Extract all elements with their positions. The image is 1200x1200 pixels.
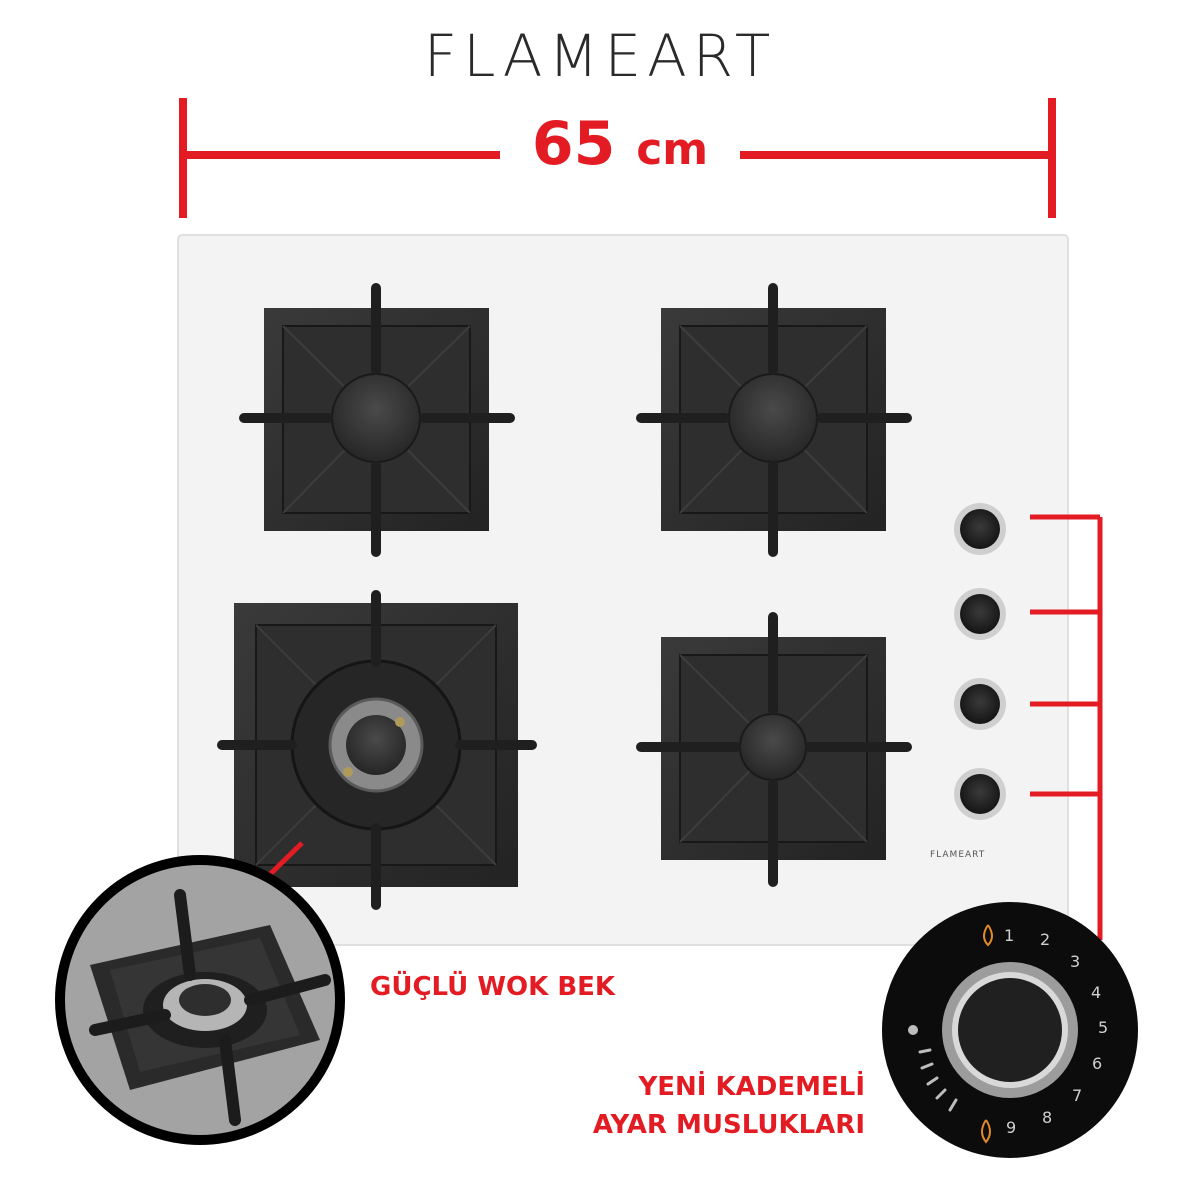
- hob-small-logo: FLAMEART: [930, 850, 986, 860]
- knob-4: [954, 768, 1006, 820]
- knob-callout-line1: YENİ KADEMELİ: [638, 1072, 865, 1102]
- knob-zoom-detail: [882, 902, 1138, 1158]
- burner-bottom-right: [636, 612, 912, 887]
- burner-top-left: [239, 283, 515, 557]
- knob-1: [954, 503, 1006, 555]
- wok-burner-callout: GÜÇLÜ WOK BEK: [370, 972, 616, 1002]
- dimension-value: 65: [531, 109, 616, 179]
- control-knobs: [954, 503, 1006, 820]
- knob-3: [954, 678, 1006, 730]
- width-dimension-label: 65 cm: [500, 104, 740, 190]
- wok-burner: [217, 590, 537, 910]
- knob-callout-line2: AYAR MUSLUKLARI: [592, 1110, 865, 1140]
- knob-2: [954, 588, 1006, 640]
- knob-callout-bracket: [1030, 514, 1103, 940]
- brand-logo: FLAMEART: [423, 22, 777, 90]
- burner-top-right: [636, 283, 912, 557]
- dimension-unit: cm: [636, 124, 709, 175]
- wok-zoom-detail: [55, 855, 345, 1145]
